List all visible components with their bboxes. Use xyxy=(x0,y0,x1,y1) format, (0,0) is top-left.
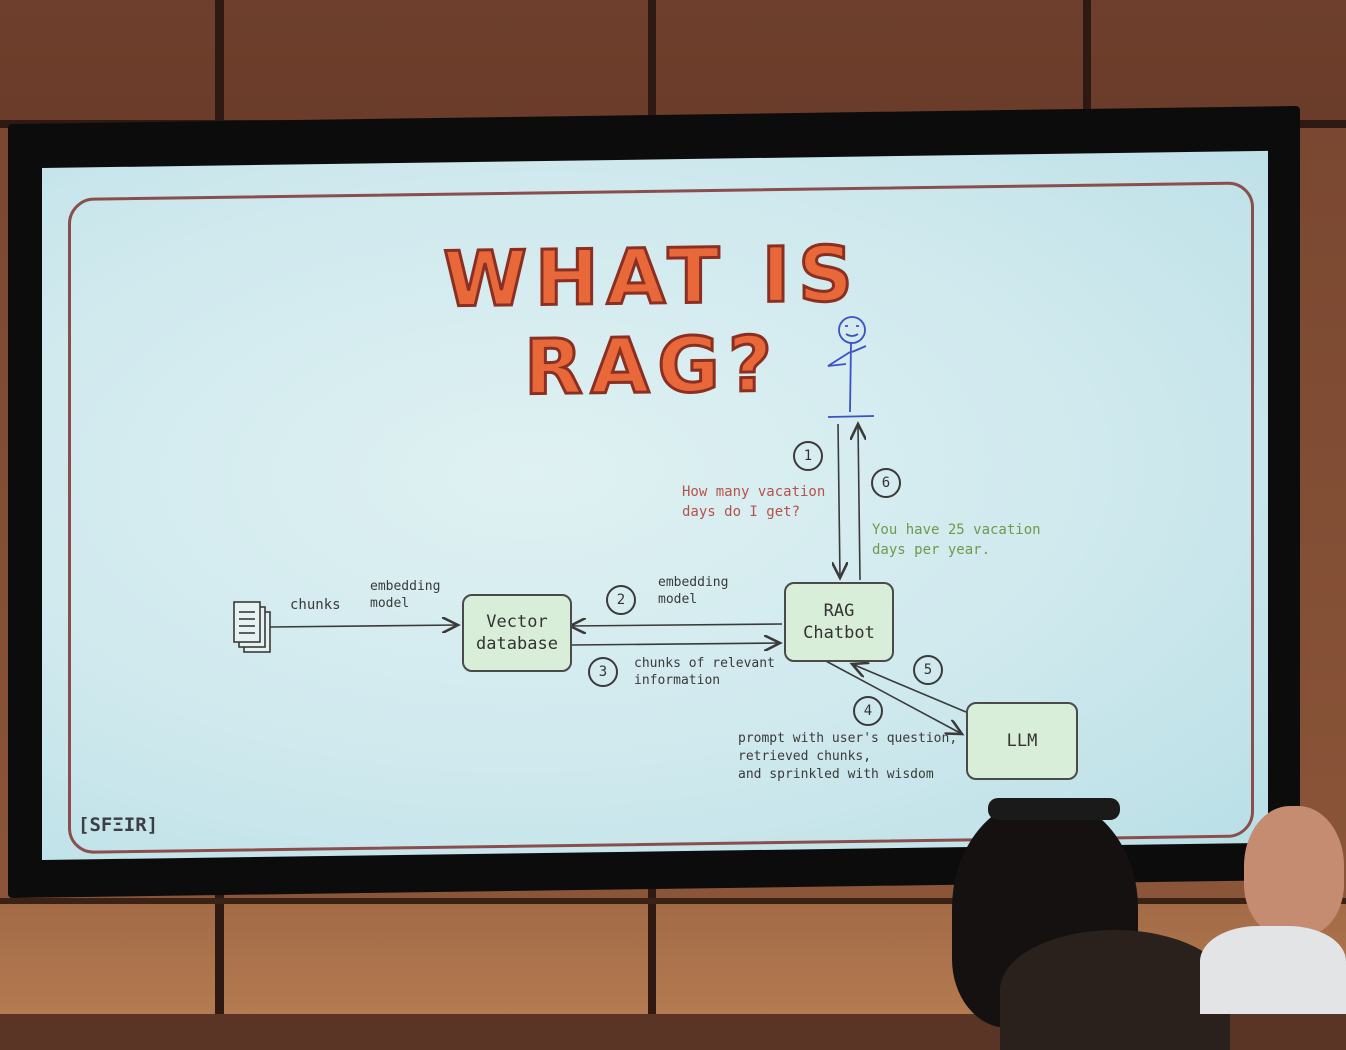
embedding-model-label-2: embedding model xyxy=(658,575,729,607)
vector-database-box: Vector database xyxy=(462,594,572,672)
wall-seam xyxy=(0,898,1346,904)
chunks-relevant-label: chunks of relevant information xyxy=(634,656,775,688)
audience-head-front xyxy=(1000,930,1230,1050)
chunks-label: chunks xyxy=(290,597,341,613)
document-stack-icon xyxy=(233,601,271,653)
step-1-badge: 1 xyxy=(793,441,823,471)
diagram-arrows xyxy=(233,316,967,1014)
user-question-label: How many vacation days do I get? xyxy=(682,484,826,520)
audience-shirt xyxy=(1200,926,1346,1014)
audience-head-right xyxy=(1244,806,1344,936)
prompt-label: prompt with user's question, retrieved c… xyxy=(738,731,958,782)
step-3-badge: 3 xyxy=(588,657,618,687)
sunglasses xyxy=(988,798,1120,820)
step-5-badge: 5 xyxy=(913,655,943,685)
rag-chatbot-box: RAG Chatbot xyxy=(784,582,894,662)
sfeir-logo: [SFΞIR] xyxy=(78,814,159,836)
embedding-model-label-1: embedding model xyxy=(370,579,441,611)
step-2-badge: 2 xyxy=(606,585,636,615)
llm-box: LLM xyxy=(966,702,1078,780)
stick-figure-user-icon xyxy=(827,316,875,418)
step-6-badge: 6 xyxy=(871,468,901,498)
answer-label: You have 25 vacation days per year. xyxy=(872,522,1041,558)
step-4-badge: 4 xyxy=(853,696,883,726)
